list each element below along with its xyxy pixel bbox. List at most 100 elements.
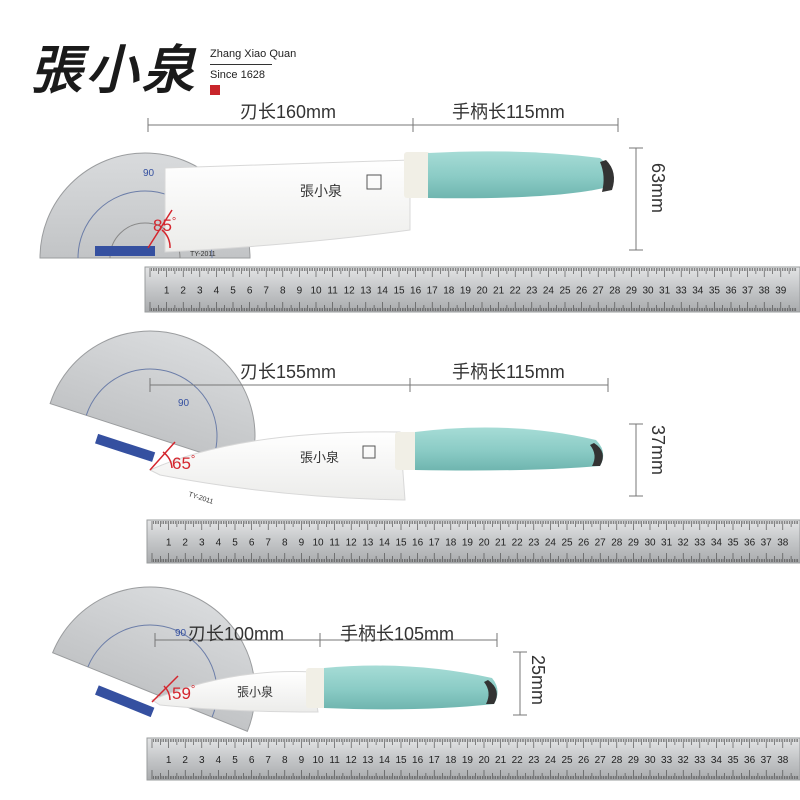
ruler-number: 23 — [528, 755, 540, 766]
ruler-number: 3 — [199, 755, 205, 766]
ruler-number: 7 — [263, 286, 269, 297]
ruler-number: 11 — [327, 286, 338, 297]
brand-name-english: Zhang Xiao Quan — [210, 48, 297, 60]
ruler-number: 37 — [761, 538, 773, 549]
ruler-number: 34 — [692, 286, 704, 297]
knife-3-handle-length: 手柄长105mm — [340, 624, 455, 644]
protractor-3-scale-top: 90 — [175, 628, 187, 639]
ruler-number: 33 — [694, 755, 706, 766]
ruler-number: 2 — [180, 286, 186, 297]
dimension-lines — [147, 118, 643, 716]
ruler-number: 29 — [628, 755, 640, 766]
ruler-number: 24 — [545, 755, 557, 766]
brand-since: Since 1628 — [210, 69, 266, 81]
ruler-number: 15 — [395, 538, 407, 549]
ruler-number: 20 — [478, 755, 490, 766]
ruler-number: 38 — [777, 538, 789, 549]
ruler-number: 19 — [462, 755, 474, 766]
ruler-number: 17 — [427, 286, 439, 297]
knife-1-angle-line — [147, 209, 173, 249]
ruler-number: 11 — [329, 755, 340, 766]
ruler-number: 4 — [216, 755, 222, 766]
ruler-number: 18 — [445, 755, 457, 766]
ruler-number: 21 — [495, 755, 507, 766]
brand-divider — [210, 64, 272, 65]
knife-3-blade-length: 刃长100mm — [188, 624, 285, 644]
ruler-number: 16 — [412, 538, 424, 549]
ruler-number: 12 — [344, 286, 356, 297]
ruler-number: 34 — [711, 755, 723, 766]
brand-seal-icon — [210, 85, 220, 95]
ruler-number: 22 — [510, 286, 522, 297]
protractor-2-scale-top: 90 — [178, 398, 190, 409]
ruler-number: 28 — [611, 538, 623, 549]
knife-3-width: 25mm — [528, 655, 548, 706]
ruler-number: 31 — [659, 286, 671, 297]
protractor-2-model: TY-2011 — [187, 491, 214, 506]
ruler-number: 36 — [744, 755, 756, 766]
ruler-number: 15 — [393, 286, 405, 297]
ruler-number: 36 — [725, 286, 737, 297]
ruler-number: 4 — [214, 286, 220, 297]
ruler-number: 38 — [777, 755, 789, 766]
knife-1: 張小泉 — [164, 151, 614, 253]
ruler-number: 6 — [249, 538, 255, 549]
ruler-number: 13 — [360, 286, 372, 297]
protractor-1-scale-top: 90 — [143, 168, 155, 179]
ruler-number: 29 — [626, 286, 638, 297]
ruler-number: 38 — [759, 286, 771, 297]
ruler-number: 7 — [265, 538, 271, 549]
ruler-number: 26 — [576, 286, 588, 297]
ruler-number: 15 — [395, 755, 407, 766]
ruler-number: 10 — [312, 755, 324, 766]
ruler-number: 1 — [166, 755, 172, 766]
ruler-number: 37 — [761, 755, 773, 766]
ruler-number: 24 — [545, 538, 557, 549]
protractor-2 — [49, 330, 256, 470]
ruler-number: 28 — [609, 286, 621, 297]
ruler-number: 27 — [595, 755, 607, 766]
ruler-number: 8 — [282, 755, 288, 766]
ruler-number: 12 — [346, 538, 358, 549]
ruler-number: 14 — [379, 538, 391, 549]
knife-1-blade-length: 刃长160mm — [240, 102, 337, 122]
ruler-number: 5 — [232, 538, 238, 549]
ruler-number: 8 — [282, 538, 288, 549]
brand-logo-chinese: 張小泉 — [30, 40, 199, 101]
ruler-number: 17 — [429, 538, 441, 549]
ruler-number: 29 — [628, 538, 640, 549]
ruler-number: 11 — [329, 538, 340, 549]
ruler-number: 9 — [297, 286, 303, 297]
ruler-number: 35 — [709, 286, 721, 297]
ruler-number: 33 — [661, 755, 673, 766]
ruler-number: 23 — [528, 538, 540, 549]
ruler-number: 18 — [445, 538, 457, 549]
knife-2-angle-line — [149, 441, 176, 471]
ruler-number: 26 — [578, 538, 590, 549]
knife-1-angle: 85° — [153, 216, 177, 235]
ruler-number: 6 — [249, 755, 255, 766]
knife-1-width: 63mm — [648, 163, 668, 214]
ruler-number: 16 — [412, 755, 424, 766]
ruler-number: 20 — [476, 286, 488, 297]
ruler-number: 18 — [443, 286, 455, 297]
protractor-1-model: TY-2011 — [190, 251, 216, 258]
ruler-number: 37 — [742, 286, 754, 297]
ruler-number: 9 — [299, 755, 305, 766]
knife-1-handle-length: 手柄长115mm — [452, 102, 565, 122]
knife-3-angle-line — [151, 675, 179, 703]
ruler-number: 32 — [678, 755, 690, 766]
ruler-number: 30 — [642, 286, 654, 297]
ruler-number: 7 — [265, 755, 271, 766]
ruler-number: 34 — [711, 538, 723, 549]
ruler-number: 24 — [543, 286, 555, 297]
ruler-number: 5 — [232, 755, 238, 766]
knife-2-blade-length: 刃长155mm — [240, 362, 337, 382]
ruler-number: 10 — [310, 286, 322, 297]
ruler-number: 25 — [561, 755, 573, 766]
ruler-number: 2 — [182, 538, 188, 549]
ruler-number: 26 — [578, 755, 590, 766]
